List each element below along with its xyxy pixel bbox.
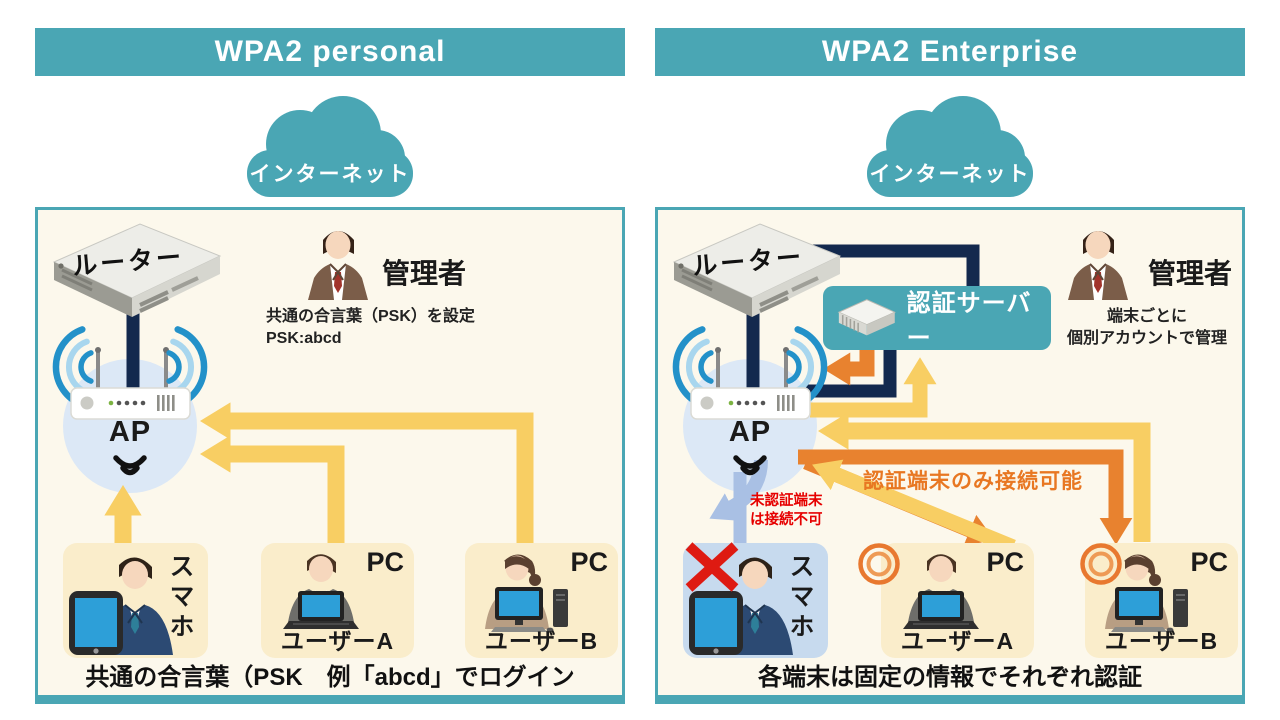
arrow-userA-to-ap [812,459,1016,554]
approved-badge-icon [1080,543,1122,585]
right-caption: 各端末は固定の情報でそれぞれ認証 [758,664,1142,691]
cloud-icon [867,96,1033,197]
auth-server-box: 認証サーバー [823,286,1051,352]
approved-badge-icon [858,543,900,585]
admin-icon [1067,230,1129,300]
left-title-text: WPA2 personal [214,35,446,68]
arrow-userB-to-ap [199,402,534,543]
pc-label: PC [1190,547,1228,577]
pc-label: PC [570,547,608,577]
smartphone-box-denied: スマホ [683,543,828,658]
arrow-ap-to-server [810,357,937,418]
arrow-server-to-ap [823,348,875,386]
pc-label: PC [366,547,404,577]
smartphone-user-icon [68,556,174,656]
arrow-userB-to-ap [817,412,1151,542]
admin-note: 共通の合言葉（PSK）を設定 PSK:abcd [266,306,475,350]
internet-cloud-left: インターネット [225,92,435,204]
userA-label: ユーザーA [900,628,1015,654]
wifi-signal-icon [733,455,767,476]
userA-box: PC ユーザーA [261,543,414,658]
desktop-user-icon [484,553,569,633]
wifi-signal-icon [113,455,147,476]
admin-note-line2: 個別アカウントで管理 [1066,330,1227,347]
left-panel-title: WPA2 personal [35,28,625,76]
internet-cloud-right: インターネット [845,92,1055,204]
right-title-text: WPA2 Enterprise [821,35,1079,68]
left-caption: 共通の合言葉（PSK 例「abcd」でログイン [85,664,575,691]
admin-label: 管理者 [1148,258,1233,289]
userB-box: PC ユーザーB [465,543,618,658]
denied-note: 未認証端末 は接続不可 [750,492,823,530]
ap-label: AP [728,416,772,448]
wpa2-enterprise-panel: ルーター 認証サーバー 管理者 端末ごとに 個別アカウントで管理 AP 認証端末… [655,207,1245,704]
laptop-user-icon [902,553,980,630]
denied-x-icon [685,542,739,592]
cable-ap-to-server [803,343,897,398]
right-panel-title: WPA2 Enterprise [655,28,1245,76]
userB-label: ユーザーB [484,628,599,654]
admin-label: 管理者 [382,258,467,289]
cloud-icon [247,96,413,197]
admin-note-line2: PSK:abcd [266,330,342,347]
userB-label: ユーザーB [1104,628,1219,654]
admin-note-line1: 共通の合言葉（PSK）を設定 [266,308,475,325]
admin-note: 端末ごとに 個別アカウントで管理 [1051,306,1243,350]
arrow-ap-to-userB [798,449,1133,545]
pc-label: PC [986,547,1024,577]
admin-note-line1: 端末ごとに [1106,308,1187,325]
smartphone-label: スマホ [166,553,194,643]
arrow-userA-to-ap [199,435,345,543]
admin-icon [307,230,369,300]
auth-server-label: 認証サーバー [906,290,1032,352]
laptop-user-icon [282,553,360,630]
arrow-ap-reject-smartphone [709,459,768,521]
server-icon [838,298,896,337]
userA-box: PC ユーザーA [881,543,1034,658]
left-network-drawing [38,298,534,546]
cable-router-to-server [793,244,980,292]
userA-label: ユーザーA [280,628,395,654]
internet-label: インターネット [249,163,411,186]
allowed-note: 認証端末のみ接続可能 [863,470,1083,493]
denied-note-line1: 未認証端末 [750,493,823,509]
denied-note-line2: は接続不可 [750,512,823,528]
router-right: ルーター [672,222,844,320]
ap-label: AP [108,416,152,448]
right-network-drawing [658,244,1151,554]
smartphone-label: スマホ [786,553,814,643]
smartphone-box: スマホ [63,543,208,658]
wpa2-personal-panel: ルーター 管理者 共通の合言葉（PSK）を設定 PSK:abcd AP スマホ … [35,207,625,704]
internet-label: インターネット [869,163,1031,186]
router-left: ルーター [52,222,224,320]
